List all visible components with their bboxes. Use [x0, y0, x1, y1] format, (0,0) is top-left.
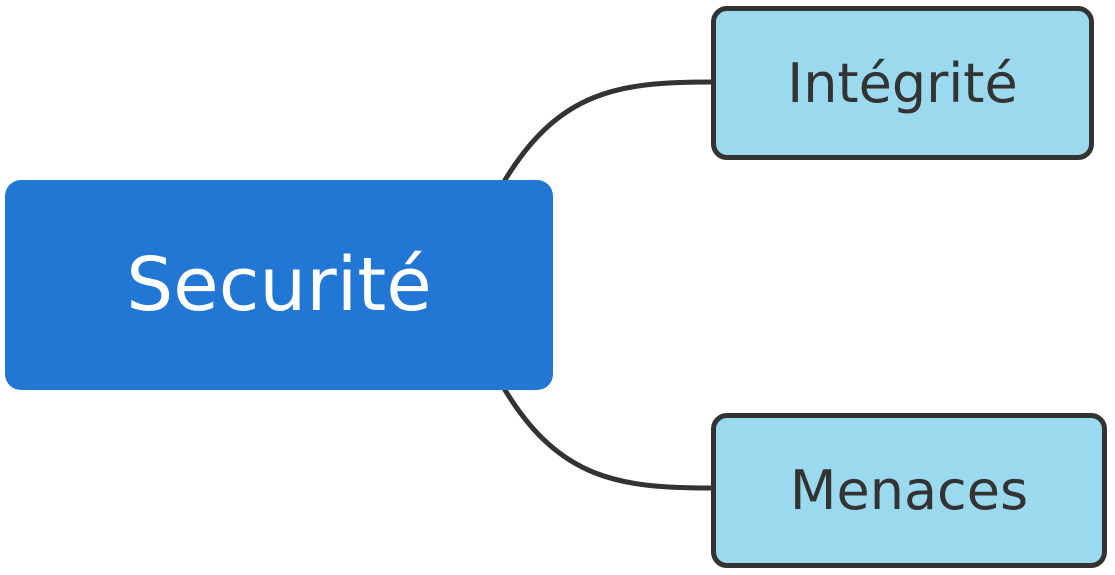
child-node-menaces[interactable]: Menaces [711, 413, 1107, 568]
root-node-securite[interactable]: Securité [5, 180, 553, 390]
connector-securite-integrite [502, 79, 715, 183]
child-node-integrite[interactable]: Intégrité [711, 6, 1094, 160]
child-node-label-integrite: Intégrité [787, 51, 1018, 115]
root-node-label: Securité [126, 242, 432, 328]
child-node-label-menaces: Menaces [789, 459, 1029, 522]
connector-securite-menaces [502, 387, 715, 491]
